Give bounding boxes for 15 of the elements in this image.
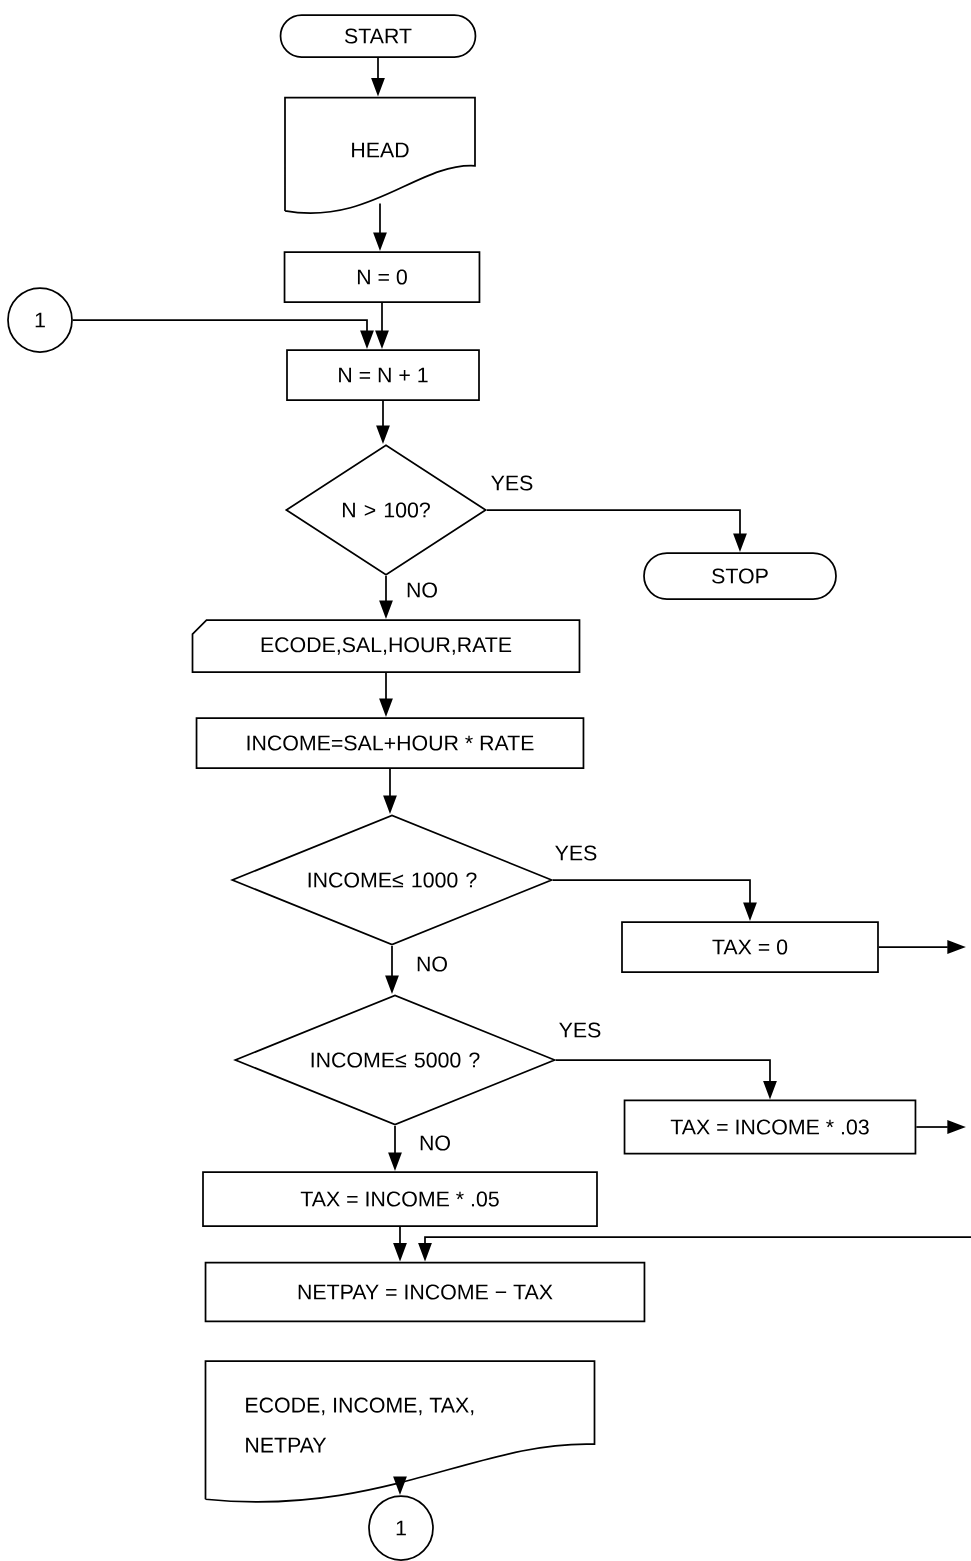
edge-label: NO: [404, 581, 440, 599]
edge-label: YES: [557, 1021, 603, 1039]
edge-label: YES: [489, 474, 535, 492]
process-box: NETPAY = INCOME − TAX: [204, 1261, 646, 1323]
edge-label: NO: [417, 1134, 453, 1152]
document-shape: ECODE, INCOME, TAX, NETPAY: [204, 1360, 596, 1503]
process-box: N = N + 1: [286, 349, 480, 401]
process-box: INCOME=SAL+HOUR * RATE: [195, 717, 585, 769]
edge-label: NO: [414, 955, 450, 973]
edge-label: YES: [553, 844, 599, 862]
process-box: TAX = 0: [621, 921, 879, 973]
process-box: TAX = INCOME * .05: [202, 1171, 598, 1227]
document-shape: HEAD: [284, 96, 476, 214]
process-box: N = 0: [283, 251, 481, 303]
process-box: TAX = INCOME * .03: [623, 1099, 917, 1155]
